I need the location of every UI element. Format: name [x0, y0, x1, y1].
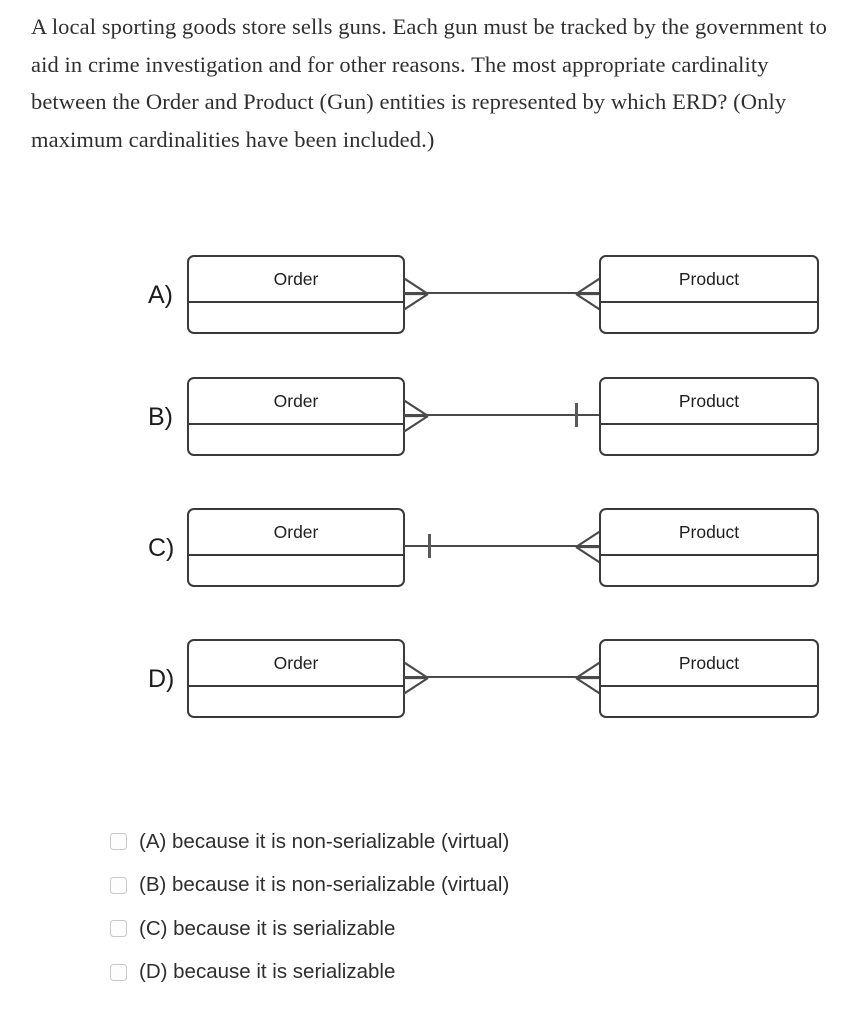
entity-header: Order [189, 379, 403, 425]
checkbox-answer-d[interactable] [110, 963, 127, 981]
crowsfoot-many-icon [403, 660, 429, 696]
erd-option-letter-a: A) [148, 281, 173, 309]
relationship-connector-d [403, 639, 601, 718]
entity-attributes-area [601, 303, 817, 332]
entity-name-order: Order [273, 391, 319, 411]
erd-option-letter-d: D) [148, 665, 175, 693]
entity-order-d: Order [187, 639, 405, 718]
entity-product-c: Product [599, 508, 819, 587]
relationship-connector-a [403, 255, 601, 334]
entity-order-b: Order [187, 377, 405, 456]
entity-name-product: Product [678, 653, 740, 673]
entity-name-order: Order [273, 522, 319, 542]
connector-line [404, 292, 600, 295]
connector-line [404, 414, 600, 417]
entity-product-b: Product [599, 377, 819, 456]
answer-option-c[interactable]: (C) because it is serializable [110, 907, 810, 951]
erd-option-letter-c: C) [148, 534, 175, 562]
entity-name-order: Order [273, 653, 319, 673]
entity-header: Product [601, 257, 817, 303]
entity-name-product: Product [678, 269, 740, 289]
entity-attributes-area [189, 425, 403, 454]
entity-product-a: Product [599, 255, 819, 334]
entity-header: Product [601, 510, 817, 556]
connector-line [404, 676, 600, 679]
crowsfoot-many-icon [403, 276, 429, 312]
entity-header: Order [189, 510, 403, 556]
entity-header: Product [601, 379, 817, 425]
entity-header: Order [189, 641, 403, 687]
entity-order-a: Order [187, 255, 405, 334]
answer-label-a[interactable]: (A) because it is non-serializable (virt… [139, 829, 510, 853]
entity-header: Product [601, 641, 817, 687]
erd-diagram-group: A) Order Product [0, 236, 868, 756]
connector-line [404, 545, 600, 548]
entity-header: Order [189, 257, 403, 303]
erd-option-a: A) Order Product [0, 255, 868, 365]
entity-name-order: Order [273, 269, 319, 289]
entity-name-product: Product [678, 391, 740, 411]
entity-attributes-area [189, 556, 403, 585]
entity-attributes-area [189, 303, 403, 332]
entity-attributes-area [601, 687, 817, 716]
entity-attributes-area [189, 687, 403, 716]
entity-name-product: Product [678, 522, 740, 542]
relationship-connector-c [404, 508, 601, 587]
answer-label-d[interactable]: (D) because it is serializable [139, 960, 396, 984]
relationship-connector-b [403, 377, 600, 456]
crowsfoot-many-icon [575, 529, 601, 565]
crowsfoot-many-icon [575, 276, 601, 312]
entity-order-c: Order [187, 508, 405, 587]
erd-option-b: B) Order Product [0, 377, 868, 487]
erd-option-letter-b: B) [148, 403, 173, 431]
answer-option-a[interactable]: (A) because it is non-serializable (virt… [110, 820, 810, 864]
answer-label-b[interactable]: (B) because it is non-serializable (virt… [139, 873, 510, 897]
answer-option-b[interactable]: (B) because it is non-serializable (virt… [110, 864, 810, 908]
crowsfoot-many-icon [403, 398, 429, 434]
entity-attributes-area [601, 425, 817, 454]
crowsfoot-many-icon [575, 660, 601, 696]
erd-option-d: D) Order Product [0, 639, 868, 749]
checkbox-answer-b[interactable] [110, 876, 127, 894]
entity-product-d: Product [599, 639, 819, 718]
answer-option-d[interactable]: (D) because it is serializable [110, 951, 810, 995]
erd-option-c: C) Order Product [0, 508, 868, 618]
checkbox-answer-a[interactable] [110, 833, 127, 851]
entity-attributes-area [601, 556, 817, 585]
cardinality-one-tick-icon [575, 403, 578, 427]
cardinality-one-tick-icon [428, 534, 431, 558]
answer-choice-list: (A) because it is non-serializable (virt… [110, 820, 810, 994]
answer-label-c[interactable]: (C) because it is serializable [139, 916, 396, 940]
checkbox-answer-c[interactable] [110, 920, 127, 938]
question-stem: A local sporting goods store sells guns.… [31, 14, 827, 152]
